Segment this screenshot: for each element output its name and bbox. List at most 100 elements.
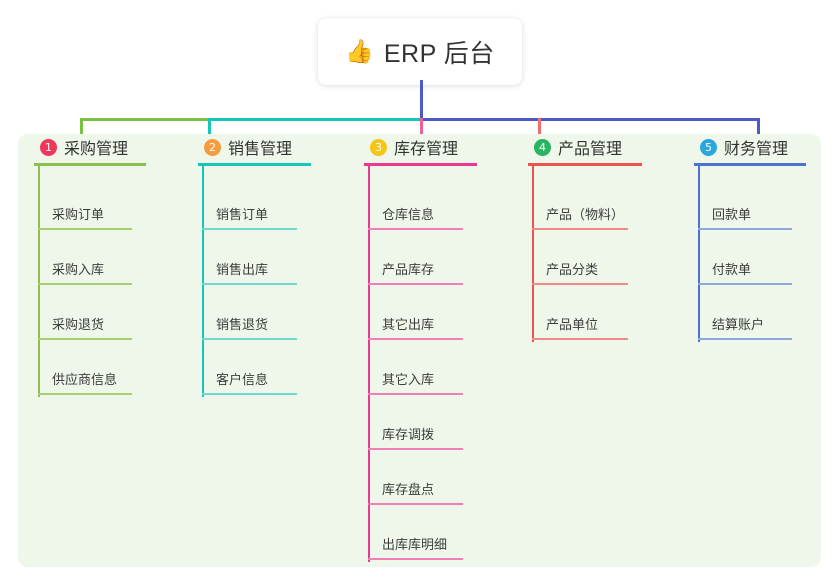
number-badge-icon: 4 bbox=[534, 138, 551, 156]
child-item-underline bbox=[38, 283, 132, 285]
child-item-label: 回款单 bbox=[712, 207, 752, 222]
child-item-label: 采购订单 bbox=[52, 207, 105, 222]
child-item[interactable]: 产品单位 bbox=[532, 314, 628, 340]
child-item[interactable]: 出库库明细 bbox=[368, 534, 463, 560]
child-item-underline bbox=[202, 338, 297, 340]
column-title: 库存管理 bbox=[394, 141, 459, 158]
child-item-label: 结算账户 bbox=[712, 317, 765, 332]
child-item[interactable]: 供应商信息 bbox=[38, 369, 132, 395]
child-item-label: 库存调拨 bbox=[382, 427, 435, 442]
diagram-canvas: 1 采购管理采购订单采购入库采购退货供应商信息 2 销售管理销售订单销售出库销售退货客… bbox=[18, 134, 821, 567]
child-item-underline bbox=[38, 228, 132, 230]
column-title: 采购管理 bbox=[64, 141, 129, 158]
number-badge-icon: 3 bbox=[370, 138, 387, 156]
column-stem bbox=[202, 166, 204, 397]
column-underline bbox=[364, 163, 477, 166]
child-item-label: 销售订单 bbox=[216, 207, 269, 222]
connector-drop-3 bbox=[420, 118, 423, 144]
child-item[interactable]: 产品（物料） bbox=[532, 204, 628, 230]
child-item-underline bbox=[202, 228, 297, 230]
column-stem bbox=[532, 166, 534, 342]
child-item-label: 客户信息 bbox=[216, 372, 269, 387]
child-item-underline bbox=[368, 283, 463, 285]
child-item-underline bbox=[368, 503, 463, 505]
child-item[interactable]: 产品库存 bbox=[368, 259, 463, 285]
child-item-underline bbox=[38, 338, 132, 340]
child-item-underline bbox=[368, 338, 463, 340]
number-badge-icon: 1 bbox=[40, 138, 57, 156]
root-node[interactable]: 👍 ERP 后台 bbox=[318, 18, 522, 85]
child-item[interactable]: 库存盘点 bbox=[368, 479, 463, 505]
column-title: 销售管理 bbox=[228, 141, 293, 158]
child-item-label: 付款单 bbox=[712, 262, 752, 277]
connector-drop-5 bbox=[757, 118, 760, 144]
child-item-underline bbox=[532, 228, 628, 230]
column-header-3[interactable]: 3 库存管理 bbox=[364, 134, 477, 160]
connector-drop-4 bbox=[538, 118, 541, 144]
child-item-underline bbox=[698, 283, 792, 285]
child-item[interactable]: 付款单 bbox=[698, 259, 792, 285]
column-header-5[interactable]: 5 财务管理 bbox=[694, 134, 806, 160]
child-item[interactable]: 客户信息 bbox=[202, 369, 297, 395]
thumbs-up-icon: 👍 bbox=[345, 38, 374, 64]
child-item-underline bbox=[532, 283, 628, 285]
child-item-label: 产品（物料） bbox=[546, 207, 625, 222]
column-5: 5 财务管理回款单付款单结算账户 bbox=[694, 134, 806, 342]
column-stem bbox=[368, 166, 370, 562]
column-2: 2 销售管理销售订单销售出库销售退货客户信息 bbox=[198, 134, 311, 397]
child-item-underline bbox=[202, 283, 297, 285]
child-item-label: 销售出库 bbox=[216, 262, 269, 277]
child-item-underline bbox=[368, 448, 463, 450]
child-item[interactable]: 采购退货 bbox=[38, 314, 132, 340]
child-item-underline bbox=[368, 558, 463, 560]
child-item-underline bbox=[532, 338, 628, 340]
child-item-label: 仓库信息 bbox=[382, 207, 435, 222]
column-stem bbox=[38, 166, 40, 397]
child-item[interactable]: 销售退货 bbox=[202, 314, 297, 340]
connector-drop-2 bbox=[208, 118, 211, 144]
column-title: 产品管理 bbox=[558, 141, 623, 158]
column-header-1[interactable]: 1 采购管理 bbox=[34, 134, 146, 160]
child-item-underline bbox=[38, 393, 132, 395]
child-item[interactable]: 销售出库 bbox=[202, 259, 297, 285]
child-item-label: 其它出库 bbox=[382, 317, 435, 332]
child-item[interactable]: 采购订单 bbox=[38, 204, 132, 230]
child-item-label: 出库库明细 bbox=[382, 537, 448, 552]
child-item[interactable]: 其它入库 bbox=[368, 369, 463, 395]
column-3: 3 库存管理仓库信息产品库存其它出库其它入库库存调拨库存盘点出库库明细 bbox=[364, 134, 477, 562]
child-item[interactable]: 回款单 bbox=[698, 204, 792, 230]
child-item[interactable]: 库存调拨 bbox=[368, 424, 463, 450]
column-underline bbox=[528, 163, 642, 166]
column-header-4[interactable]: 4 产品管理 bbox=[528, 134, 642, 160]
child-item-underline bbox=[698, 228, 792, 230]
child-item-label: 采购入库 bbox=[52, 262, 105, 277]
child-item-underline bbox=[202, 393, 297, 395]
column-title: 财务管理 bbox=[724, 141, 789, 158]
child-item-label: 产品单位 bbox=[546, 317, 599, 332]
child-item-underline bbox=[368, 393, 463, 395]
child-item-label: 其它入库 bbox=[382, 372, 435, 387]
number-badge-icon: 2 bbox=[204, 138, 221, 156]
child-item[interactable]: 销售订单 bbox=[202, 204, 297, 230]
connector-trunk bbox=[420, 80, 423, 121]
child-item[interactable]: 其它出库 bbox=[368, 314, 463, 340]
child-item[interactable]: 结算账户 bbox=[698, 314, 792, 340]
connector-bar-seg-1 bbox=[80, 118, 211, 121]
child-item-underline bbox=[368, 228, 463, 230]
child-item[interactable]: 产品分类 bbox=[532, 259, 628, 285]
child-item[interactable]: 仓库信息 bbox=[368, 204, 463, 230]
child-item-label: 库存盘点 bbox=[382, 482, 435, 497]
child-item-label: 产品分类 bbox=[546, 262, 599, 277]
column-underline bbox=[694, 163, 806, 166]
connector-bar-seg-2 bbox=[208, 118, 423, 121]
child-item-label: 销售退货 bbox=[216, 317, 269, 332]
root-title: ERP 后台 bbox=[383, 39, 495, 68]
column-header-2[interactable]: 2 销售管理 bbox=[198, 134, 311, 160]
column-underline bbox=[34, 163, 146, 166]
child-item-label: 供应商信息 bbox=[52, 372, 118, 387]
child-item[interactable]: 采购入库 bbox=[38, 259, 132, 285]
column-stem bbox=[698, 166, 700, 342]
number-badge-icon: 5 bbox=[700, 138, 717, 156]
column-underline bbox=[198, 163, 311, 166]
child-item-underline bbox=[698, 338, 792, 340]
